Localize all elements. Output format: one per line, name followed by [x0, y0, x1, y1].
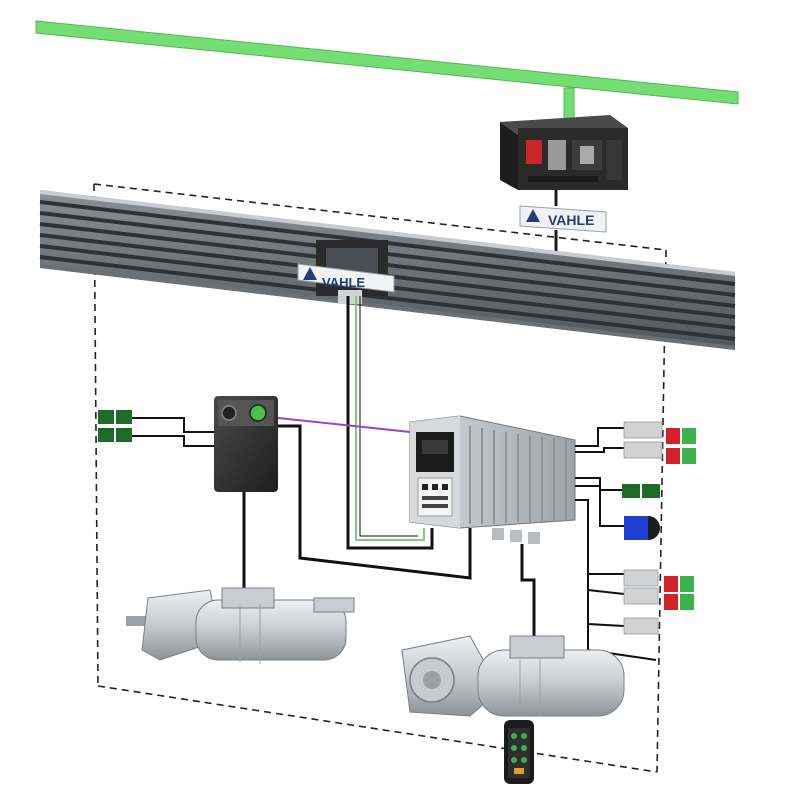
signal-cable — [277, 417, 411, 433]
frequency-inverter-icon — [409, 415, 576, 544]
terminal-block-icon — [622, 484, 660, 498]
gear-motor-icon — [401, 635, 625, 717]
collector-cables — [346, 296, 434, 550]
radio-remote-icon — [504, 720, 534, 784]
brake-module-icon — [214, 396, 278, 492]
fieldbus-bar — [35, 20, 739, 129]
brake-inverter-cable — [278, 424, 472, 580]
signal-lamp-icon — [666, 428, 696, 464]
plc-vahle-logo: VAHLE — [519, 205, 607, 233]
terminal-block-icon — [98, 410, 132, 442]
gear-motor-icon — [126, 587, 355, 664]
collector-vahle-logo: VAHLE — [297, 263, 395, 293]
inverter-motor-cable — [520, 544, 536, 640]
sensor-icon — [623, 421, 663, 459]
signal-lamp-icon — [624, 516, 660, 540]
plc-controller-icon — [500, 115, 628, 190]
brake-terminal-cables — [132, 417, 214, 447]
plc-logo-text: VAHLE — [548, 212, 594, 228]
sensor-icon — [623, 569, 659, 635]
collector-logo-text: VAHLE — [322, 275, 365, 290]
signal-lamp-icon — [664, 576, 694, 610]
